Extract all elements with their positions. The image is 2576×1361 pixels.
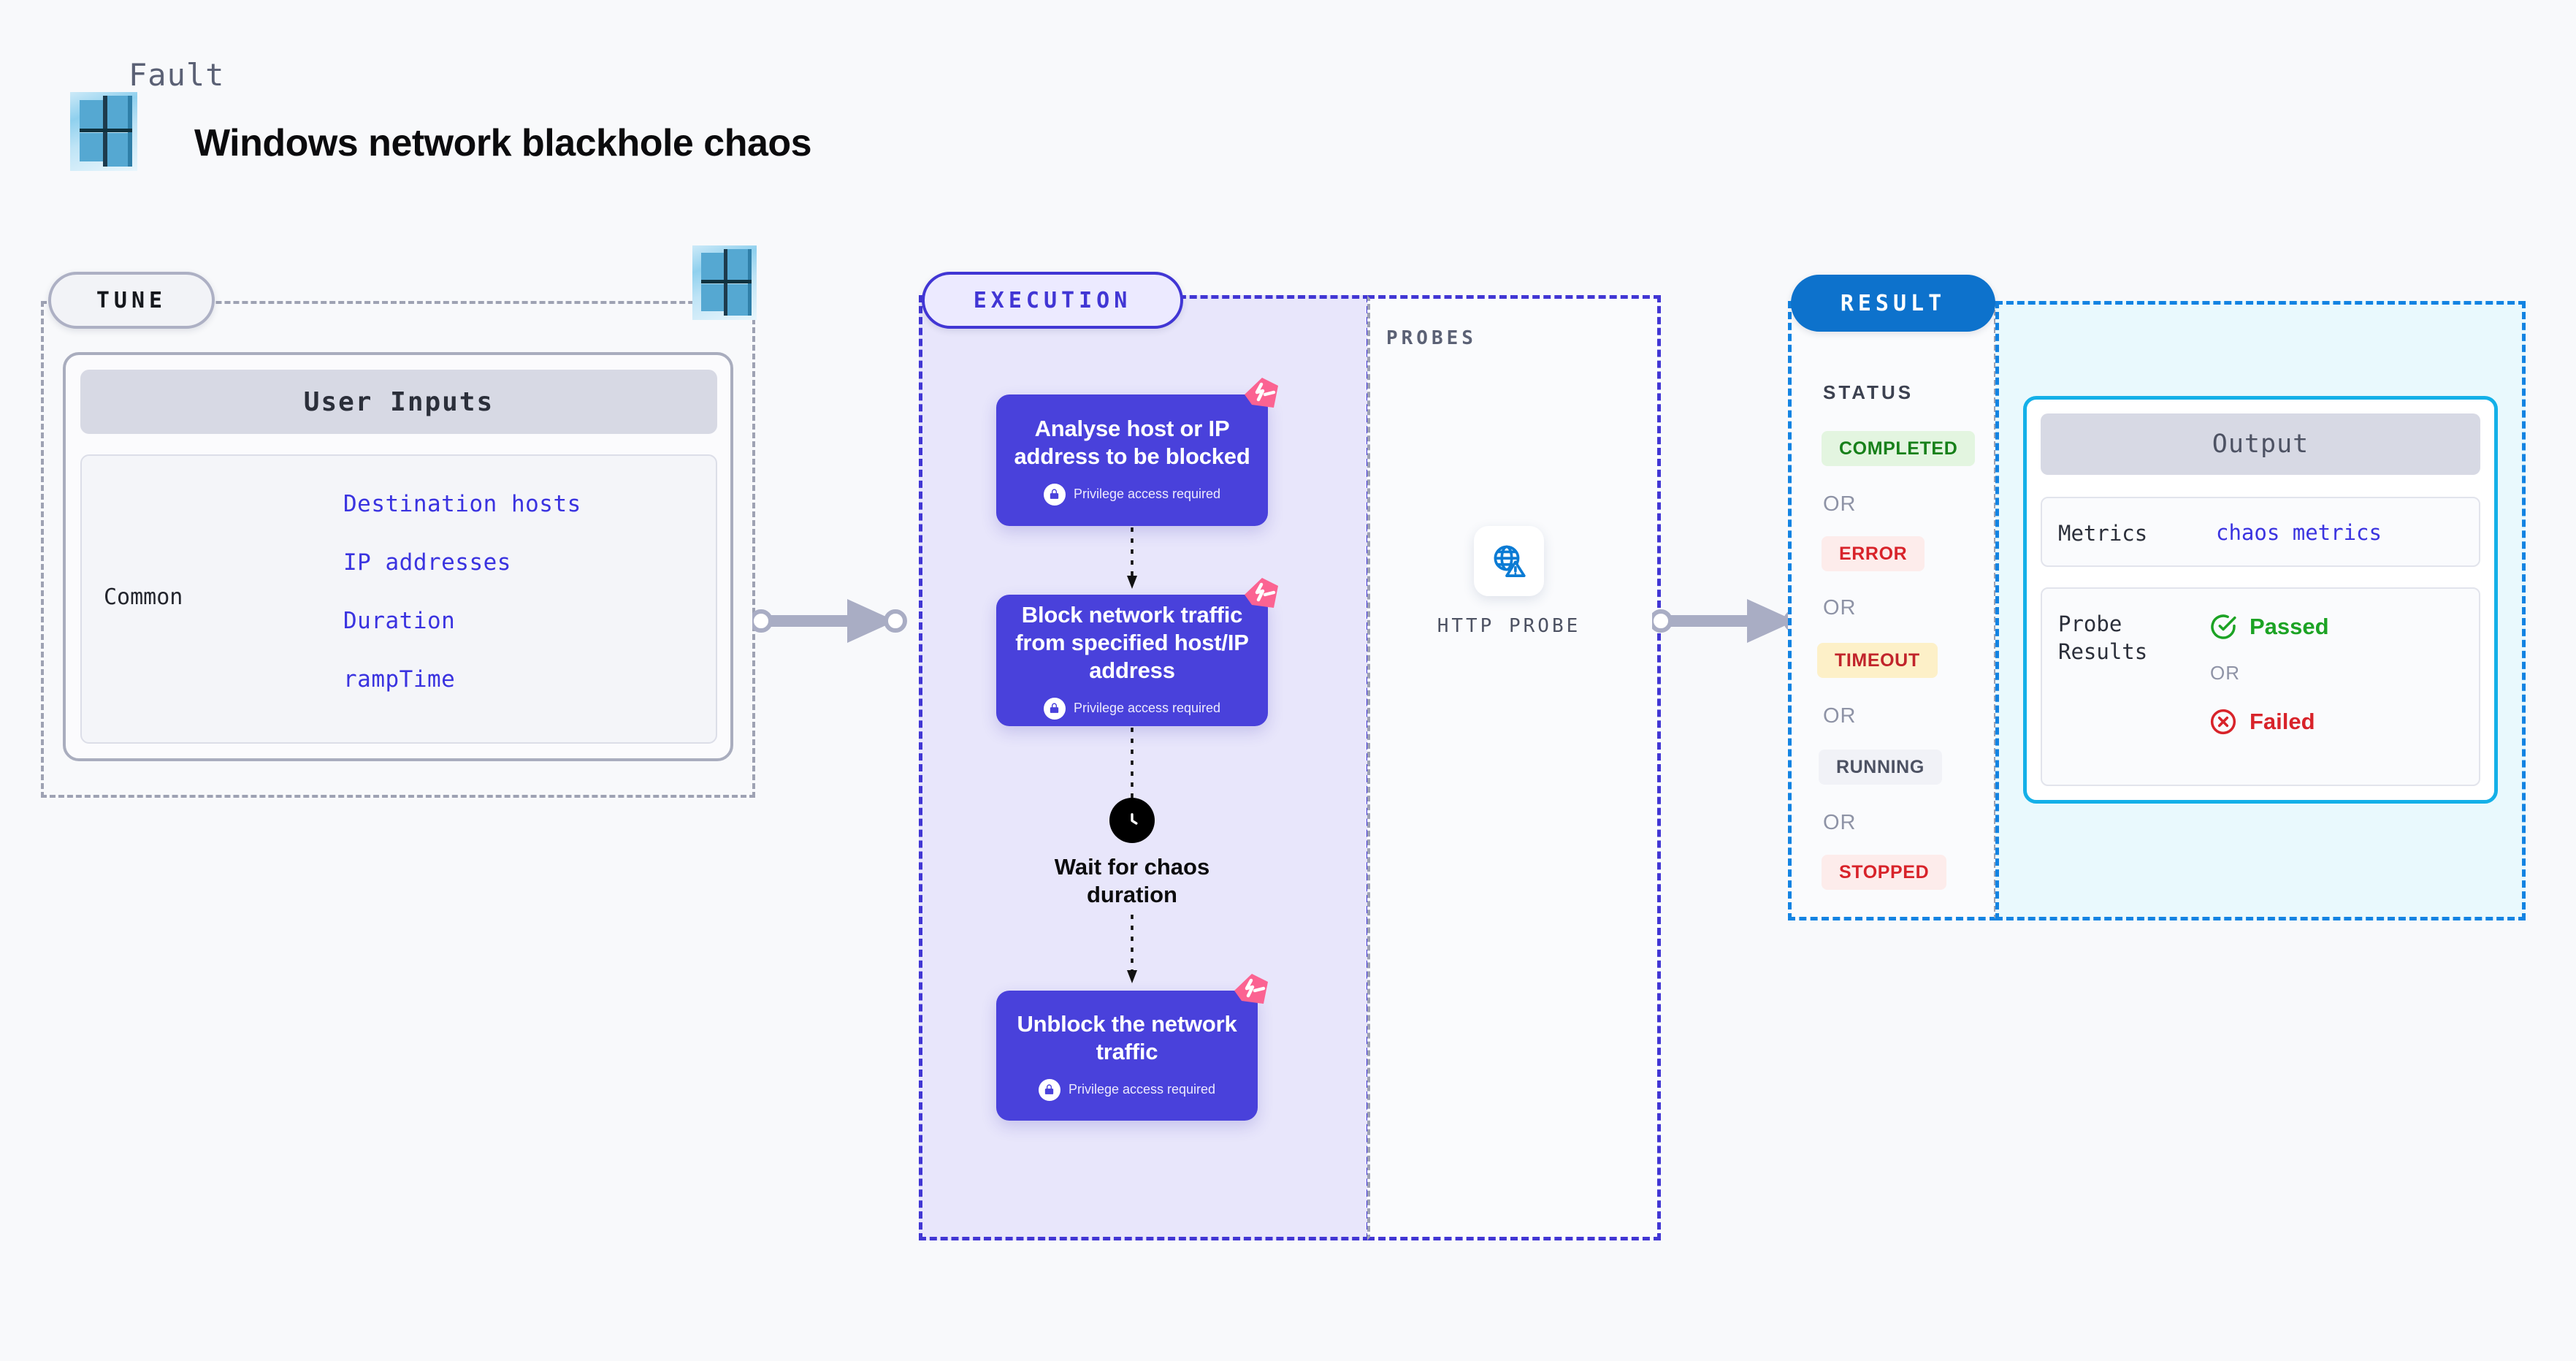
execution-connector [1127,527,1137,589]
execution-connector [1127,915,1137,983]
status-column-title: STATUS [1823,381,1914,403]
privilege-note: Privilege access required [1043,697,1221,720]
status-badge: ERROR [1822,536,1925,571]
status-badge-label: RUNNING [1836,756,1925,777]
status-badge-label: ERROR [1839,543,1908,564]
lock-icon [1038,1078,1060,1101]
http-probe-tile[interactable] [1474,526,1544,596]
tune-group-pill: TUNE [48,272,215,329]
tune-param[interactable]: IP addresses [343,549,511,576]
output-metrics-row [2041,497,2480,567]
connector-tune-to-execution [752,599,907,643]
page-title: Windows network blackhole chaos [194,122,812,164]
execution-node-title: Analyse host or IP address to be blocked [1014,416,1250,469]
probe-results-key: Probe Results [2058,611,2148,664]
probes-group-frame [1367,295,1661,1240]
http-probe-label: HTTP PROBE [1437,615,1581,637]
execution-node[interactable]: Analyse host or IP address to be blocked… [996,378,1278,526]
globe-warning-icon [1490,542,1528,580]
tune-group-frame [41,301,755,798]
probe-result-failed: Failed [2209,707,2315,736]
privilege-note: Privilege access required [1043,483,1221,506]
probe-result-passed: Passed [2209,612,2329,641]
privilege-note-text: Privilege access required [1073,701,1221,716]
x-circle-icon [2209,707,2238,736]
status-badge: STOPPED [1822,855,1947,890]
metrics-key: Metrics [2058,521,2148,546]
or-separator: OR [1823,492,1857,516]
privilege-note-text: Privilege access required [1068,1082,1216,1097]
page-eyebrow: Fault [129,57,225,93]
or-separator: OR [1823,596,1857,619]
execution-connector [1131,728,1134,798]
status-badge-label: STOPPED [1839,861,1930,882]
status-badge: COMPLETED [1822,431,1976,466]
user-inputs-body [80,454,717,744]
tune-param[interactable]: Destination hosts [343,491,581,517]
tune-param[interactable]: rampTime [343,666,456,693]
status-badge-label: COMPLETED [1839,438,1958,459]
tune-platform-windows-logo-icon [692,245,757,320]
status-badge: RUNNING [1819,750,1942,785]
result-group-pill: RESULT [1791,275,1995,332]
tune-param[interactable]: Duration [343,608,456,634]
check-circle-icon [2209,612,2238,641]
tune-section-label: Common [104,584,183,610]
or-separator: OR [1823,704,1857,728]
privilege-note-text: Privilege access required [1073,487,1221,502]
output-title-text: Output [2212,430,2309,459]
user-inputs-header: User Inputs [80,370,717,434]
windows-logo-icon [70,92,137,171]
clock-icon [1109,798,1155,843]
or-separator: OR [1823,811,1857,834]
execution-node-title: Block network traffic from specified hos… [1015,602,1249,683]
result-group-label: RESULT [1840,290,1946,316]
tune-group-label: TUNE [96,287,167,313]
execution-group-label: EXECUTION [973,287,1132,313]
user-inputs-title: User Inputs [303,386,494,417]
execution-node[interactable]: Unblock the network traffic Privilege ac… [996,974,1268,1121]
privilege-note: Privilege access required [1038,1078,1216,1101]
or-separator: OR [2210,662,2240,684]
execution-node[interactable]: Block network traffic from specified hos… [996,578,1278,726]
execution-node-title: Unblock the network traffic [1017,1011,1237,1064]
probes-group-label: PROBES [1386,327,1477,349]
output-probe-results-row [2041,587,2480,786]
status-badge-label: TIMEOUT [1835,649,1920,671]
wait-node-label: Wait for chaos duration [1054,854,1210,907]
execution-group-pill: EXECUTION [922,272,1183,329]
probe-failed-label: Failed [2250,709,2315,734]
probe-passed-label: Passed [2250,614,2329,639]
status-badge: TIMEOUT [1817,643,1938,678]
lock-icon [1043,697,1066,720]
lock-icon [1043,483,1066,506]
output-card-title: Output [2041,413,2480,475]
tune-param-list: Destination hosts IP addresses Duration … [343,491,581,725]
metrics-value[interactable]: chaos metrics [2216,520,2382,545]
